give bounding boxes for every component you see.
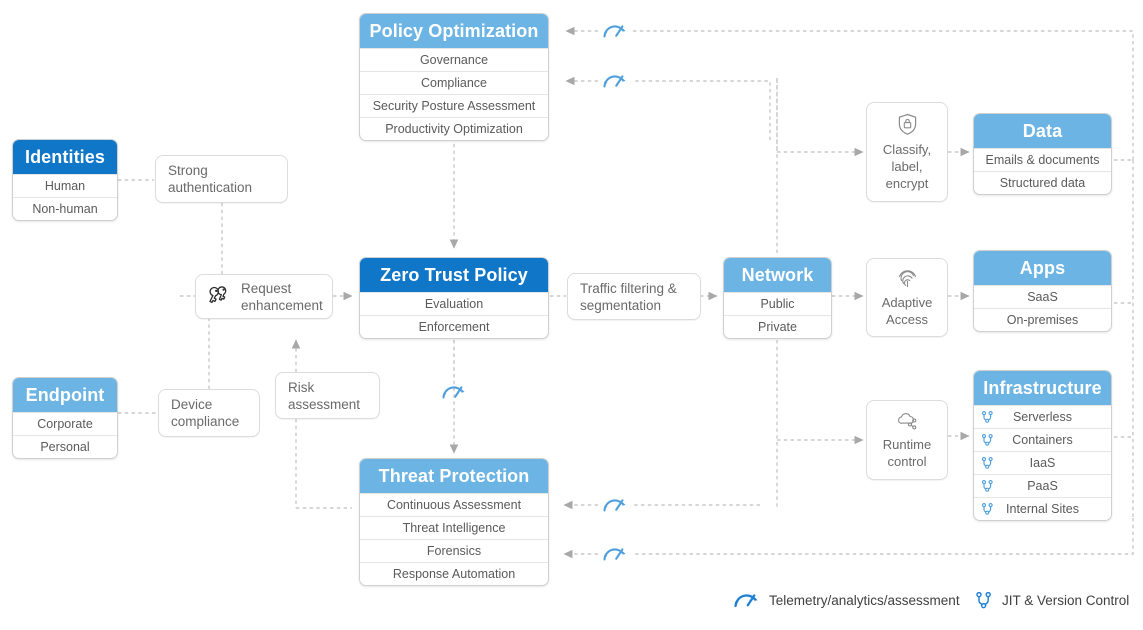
git-branch-icon [975, 591, 993, 610]
legend-item-jit: JIT & Version Control [975, 591, 1129, 610]
card-infrastructure-row-4-label: Internal Sites [1006, 502, 1079, 516]
card-threat-protection-row-0[interactable]: Continuous Assessment [360, 493, 548, 516]
legend-jit-label: JIT & Version Control [1002, 593, 1130, 608]
card-endpoint-title: Endpoint [13, 378, 117, 412]
card-threat-protection-row-2[interactable]: Forensics [360, 539, 548, 562]
card-data-title: Data [974, 114, 1111, 148]
card-data[interactable]: Data Emails & documents Structured data [973, 113, 1112, 195]
card-zero-trust-policy[interactable]: Zero Trust Policy Evaluation Enforcement [359, 257, 549, 339]
card-threat-protection[interactable]: Threat Protection Continuous Assessment … [359, 458, 549, 586]
telemetry-gauge-icon-3 [602, 496, 628, 514]
card-policy-optimization[interactable]: Policy Optimization Governance Complianc… [359, 13, 549, 141]
card-zero-trust-policy-row-1[interactable]: Enforcement [360, 315, 548, 338]
keys-icon [207, 285, 232, 308]
card-policy-optimization-row-1[interactable]: Compliance [360, 71, 548, 94]
card-infrastructure-row-0-label: Serverless [1012, 410, 1073, 424]
card-infrastructure-row-0[interactable]: Serverless [974, 405, 1111, 428]
card-apps-row-1[interactable]: On-premises [974, 308, 1111, 331]
pill-adaptive-access-label: Adaptive Access [881, 295, 933, 327]
card-endpoint[interactable]: Endpoint Corporate Personal [12, 377, 118, 459]
card-policy-optimization-title: Policy Optimization [360, 14, 548, 48]
card-infrastructure-row-4[interactable]: Internal Sites [974, 497, 1111, 520]
wire-telemetry-rail-2 [633, 80, 771, 140]
legend-telemetry-label: Telemetry/analytics/assessment [769, 593, 960, 608]
telemetry-gauge-icon-1 [602, 22, 628, 40]
git-branch-icon [981, 503, 994, 516]
legend-item-telemetry: Telemetry/analytics/assessment [733, 591, 960, 610]
card-threat-protection-row-3[interactable]: Response Automation [360, 562, 548, 585]
pill-traffic-filtering-label: Traffic filtering & segmentation [580, 280, 677, 313]
card-policy-optimization-row-3[interactable]: Productivity Optimization [360, 117, 548, 140]
pill-device-compliance[interactable]: Device compliance [158, 389, 260, 437]
card-infrastructure[interactable]: Infrastructure Serverless Containers [973, 370, 1112, 521]
card-infrastructure-row-2[interactable]: IaaS [974, 451, 1111, 474]
telemetry-gauge-icon-2 [602, 72, 628, 90]
card-infrastructure-row-2-label: IaaS [1029, 456, 1056, 470]
pill-traffic-filtering[interactable]: Traffic filtering & segmentation [567, 273, 701, 320]
cloud-nodes-icon [895, 411, 919, 431]
card-data-row-1[interactable]: Structured data [974, 171, 1111, 194]
pill-runtime-control-label: Runtime control [882, 436, 932, 469]
card-infrastructure-row-1-label: Containers [1012, 433, 1073, 447]
card-network-title: Network [724, 258, 831, 292]
card-network-row-0[interactable]: Public [724, 292, 831, 315]
card-apps-row-0[interactable]: SaaS [974, 285, 1111, 308]
pill-strong-authentication[interactable]: Strong authentication [155, 155, 288, 203]
card-data-row-0[interactable]: Emails & documents [974, 148, 1111, 171]
card-policy-optimization-row-0[interactable]: Governance [360, 48, 548, 71]
card-endpoint-row-1[interactable]: Personal [13, 435, 117, 458]
pill-strong-authentication-label: Strong authentication [168, 163, 253, 195]
pill-classify-label-encrypt[interactable]: Classify, label, encrypt [866, 102, 948, 202]
card-identities[interactable]: Identities Human Non-human [12, 139, 118, 221]
card-apps[interactable]: Apps SaaS On-premises [973, 250, 1112, 332]
card-network[interactable]: Network Public Private [723, 257, 832, 339]
card-apps-title: Apps [974, 251, 1111, 285]
card-zero-trust-policy-row-0[interactable]: Evaluation [360, 292, 548, 315]
card-threat-protection-row-1[interactable]: Threat Intelligence [360, 516, 548, 539]
card-threat-protection-title: Threat Protection [360, 459, 548, 493]
pill-classify-label-encrypt-label: Classify, label, encrypt [882, 141, 932, 191]
pill-adaptive-access[interactable]: Adaptive Access [866, 258, 948, 337]
git-branch-icon [981, 480, 994, 493]
card-identities-row-0[interactable]: Human [13, 174, 117, 197]
pill-device-compliance-label: Device compliance [171, 397, 240, 429]
card-zero-trust-policy-title: Zero Trust Policy [360, 258, 548, 292]
telemetry-gauge-icon-center [441, 383, 467, 401]
card-endpoint-row-0[interactable]: Corporate [13, 412, 117, 435]
telemetry-gauge-icon-4 [602, 545, 628, 563]
pill-request-enhancement[interactable]: Request enhancement [195, 274, 333, 319]
pill-request-enhancement-label: Request enhancement [241, 280, 323, 313]
shield-lock-icon [897, 113, 918, 136]
pill-risk-assessment-label: Risk assessment [288, 379, 361, 412]
card-identities-row-1[interactable]: Non-human [13, 197, 117, 220]
card-infrastructure-row-3-label: PaaS [1027, 479, 1058, 493]
card-policy-optimization-row-2[interactable]: Security Posture Assessment [360, 94, 548, 117]
card-network-row-1[interactable]: Private [724, 315, 831, 338]
card-infrastructure-title: Infrastructure [974, 371, 1111, 405]
fingerprint-icon [897, 267, 918, 289]
git-branch-icon [981, 457, 994, 470]
git-branch-icon [981, 411, 994, 424]
pill-runtime-control[interactable]: Runtime control [866, 400, 948, 480]
git-branch-icon [981, 434, 994, 447]
gauge-icon [733, 591, 760, 610]
pill-risk-assessment[interactable]: Risk assessment [275, 372, 380, 419]
card-infrastructure-row-1[interactable]: Containers [974, 428, 1111, 451]
wire-telemetry-rail-bottom [633, 518, 1134, 555]
card-infrastructure-row-3[interactable]: PaaS [974, 474, 1111, 497]
card-identities-title: Identities [13, 140, 117, 174]
